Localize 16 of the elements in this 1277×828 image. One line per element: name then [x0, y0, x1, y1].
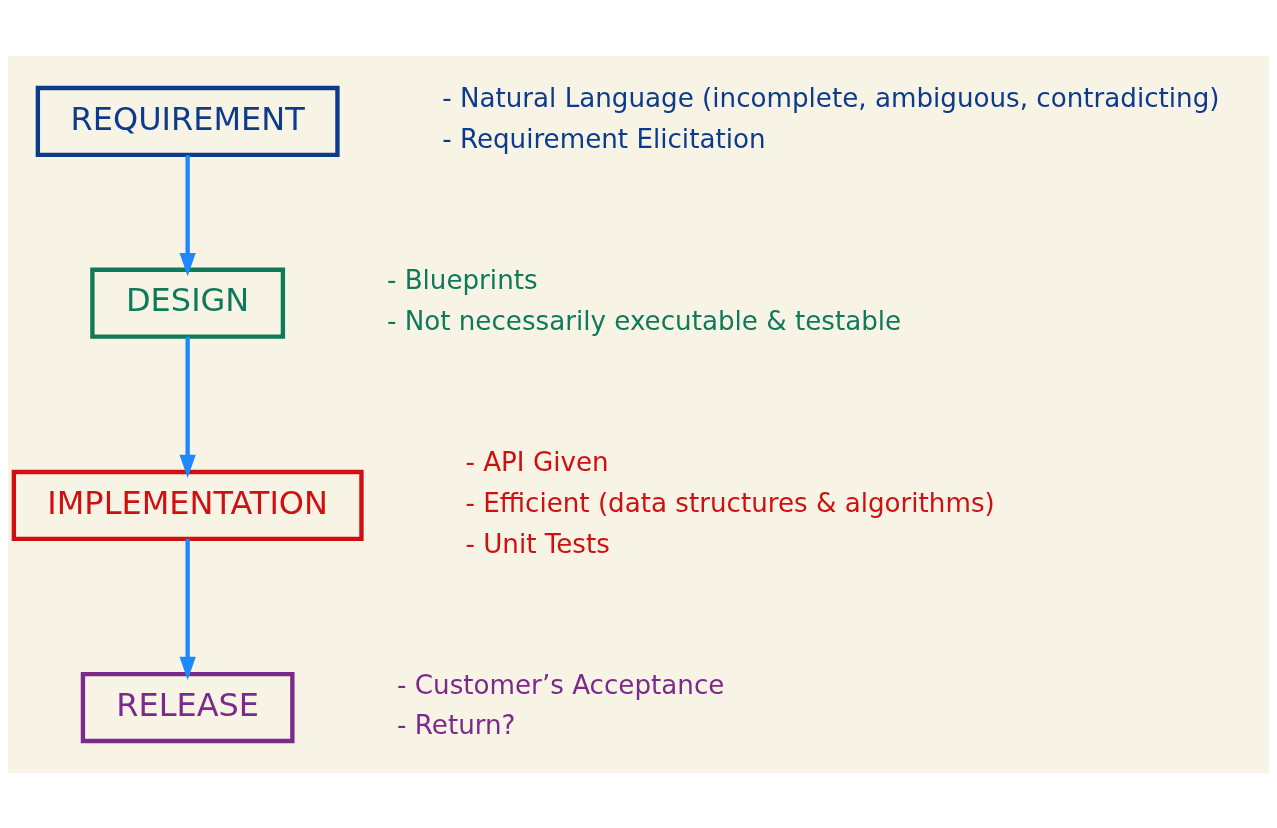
node-label: - Customer’s Acceptance — [397, 669, 725, 700]
node-label: - Unit Tests — [465, 528, 610, 559]
node-label: - Efficient (data structures & algorithms) — [465, 487, 995, 518]
arrow — [179, 538, 196, 680]
node-box: REQUIREMENT — [35, 85, 340, 157]
node-label: - Return? — [397, 709, 516, 740]
node-label: - Not necessarily executable & testable — [386, 305, 902, 336]
node-label: - Blueprints — [386, 264, 538, 295]
node-label: - Natural Language (incomplete, ambiguous, contradicting) — [442, 82, 1220, 113]
node-label: - API Given — [465, 446, 609, 477]
node-box: RELEASE — [80, 671, 295, 743]
arrow — [179, 154, 196, 276]
node-box: IMPLEMENTATION — [11, 469, 364, 541]
node-box: DESIGN — [90, 267, 286, 339]
node-label: - Requirement Elicitation — [442, 123, 766, 154]
arrow — [179, 336, 196, 478]
